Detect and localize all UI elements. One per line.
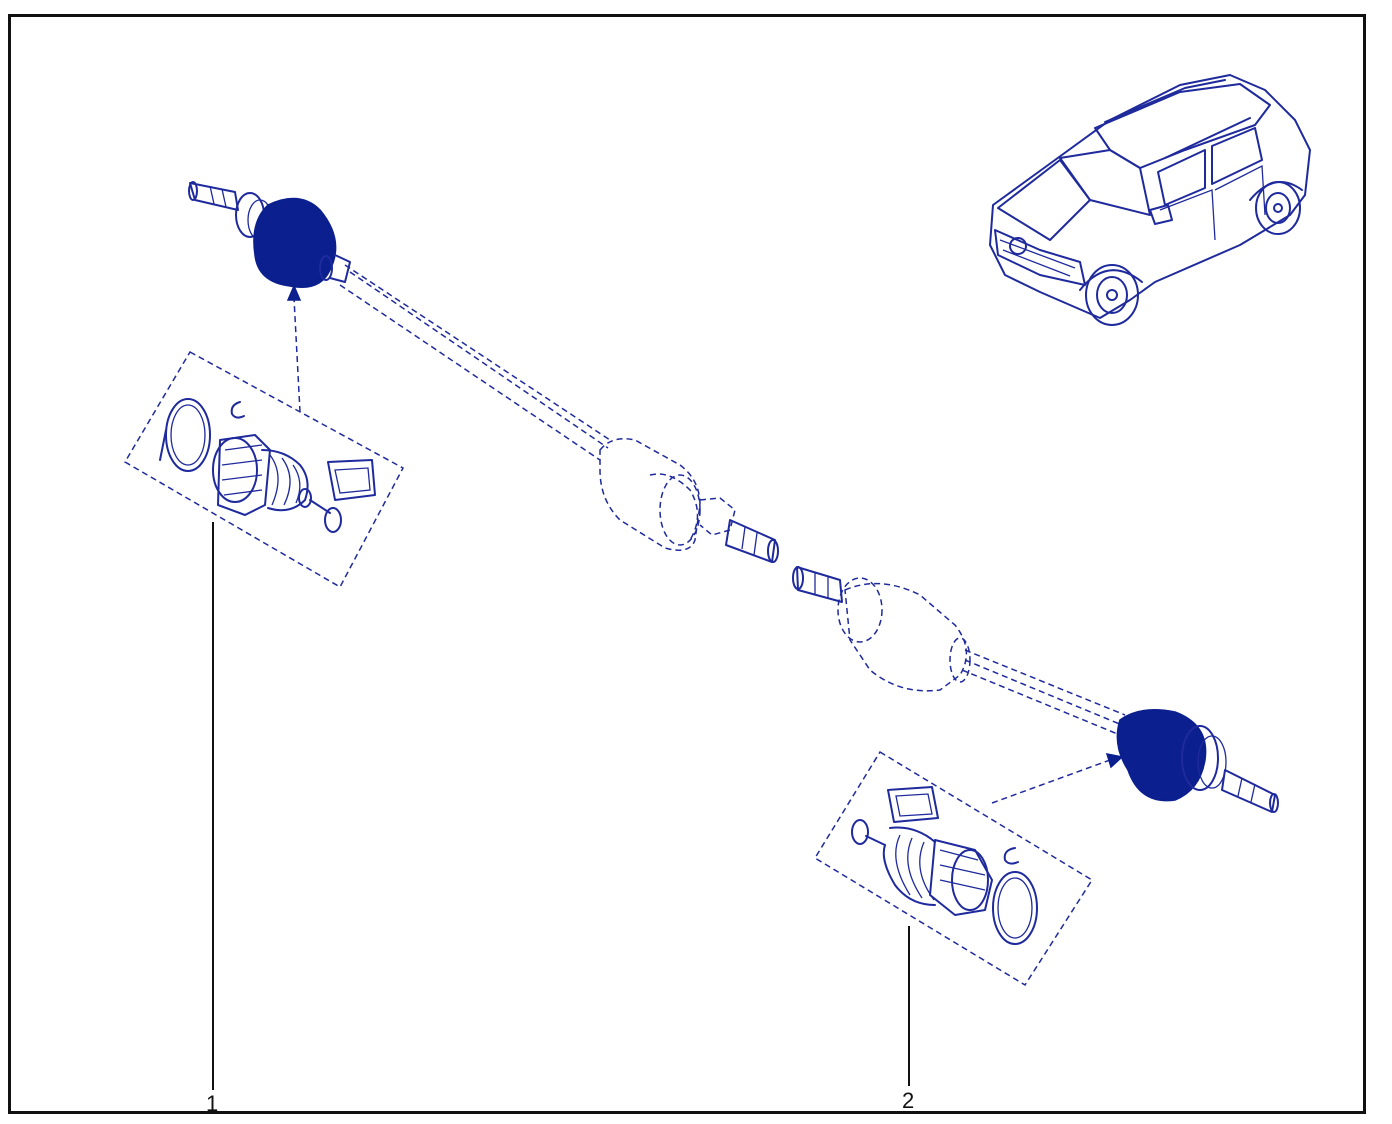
callout-2: 2 xyxy=(902,1088,915,1113)
driveshaft-lower xyxy=(792,566,1279,813)
vehicle-illustration xyxy=(989,74,1311,326)
callout-1: 1 xyxy=(206,1091,219,1116)
diagram-frame xyxy=(8,14,1366,1114)
boot-kit-1 xyxy=(123,284,405,589)
driveshaft-upper xyxy=(188,181,779,563)
boot-kit-2 xyxy=(813,750,1124,987)
